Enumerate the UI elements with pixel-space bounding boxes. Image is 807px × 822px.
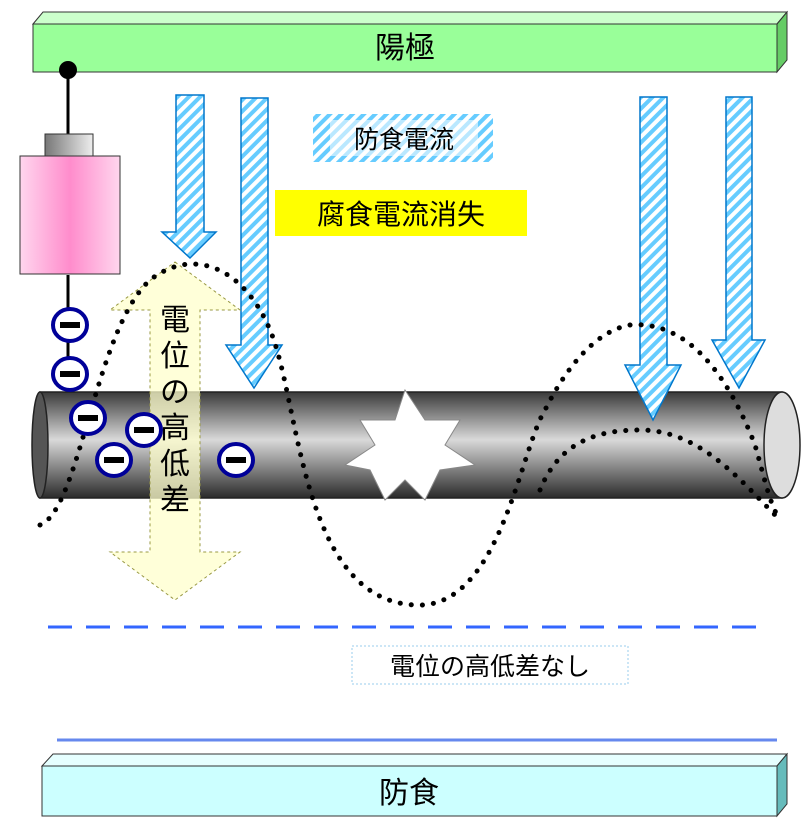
protection-current-label: 防食電流 xyxy=(354,125,454,154)
electron-1 xyxy=(51,307,89,343)
protection-arrow-2 xyxy=(224,97,284,390)
protection-arrow-3 xyxy=(623,96,683,422)
potential-wave-right xyxy=(537,427,783,523)
electron-3 xyxy=(69,400,107,436)
protection-current-label-box: 防食電流 xyxy=(313,114,493,162)
potential-difference-label-text: 電位の高低差 xyxy=(160,303,190,518)
corrosion-current-label: 腐食電流消失 xyxy=(317,198,485,231)
potential-wave-left xyxy=(37,261,783,608)
anode-label: 陽極 xyxy=(375,31,435,66)
corrosion-spot-star xyxy=(343,388,477,501)
potential-waves xyxy=(37,261,783,608)
electrons xyxy=(51,307,255,478)
anode-bar: 陽極 xyxy=(31,10,789,74)
corrosion-current-label-box: 腐食電流消失 xyxy=(275,190,527,236)
no-potential-difference-label: 電位の高低差なし xyxy=(390,652,590,681)
protection-arrow-1 xyxy=(160,94,218,260)
no-potential-difference-label-box: 電位の高低差なし xyxy=(351,645,629,685)
electron-6 xyxy=(217,442,255,478)
result-label: 防食 xyxy=(379,776,439,811)
wire-node-top xyxy=(59,61,77,79)
result-bar: 防食 xyxy=(40,752,789,818)
potential-difference-arrow xyxy=(108,261,242,601)
power-source-icon xyxy=(19,133,121,275)
potential-difference-label: 電位の高低差 xyxy=(160,303,190,518)
protection-current-arrows xyxy=(160,94,767,422)
protection-arrow-4 xyxy=(710,96,767,390)
electron-4 xyxy=(125,412,163,448)
electron-5 xyxy=(95,442,133,478)
electron-2 xyxy=(51,356,89,392)
